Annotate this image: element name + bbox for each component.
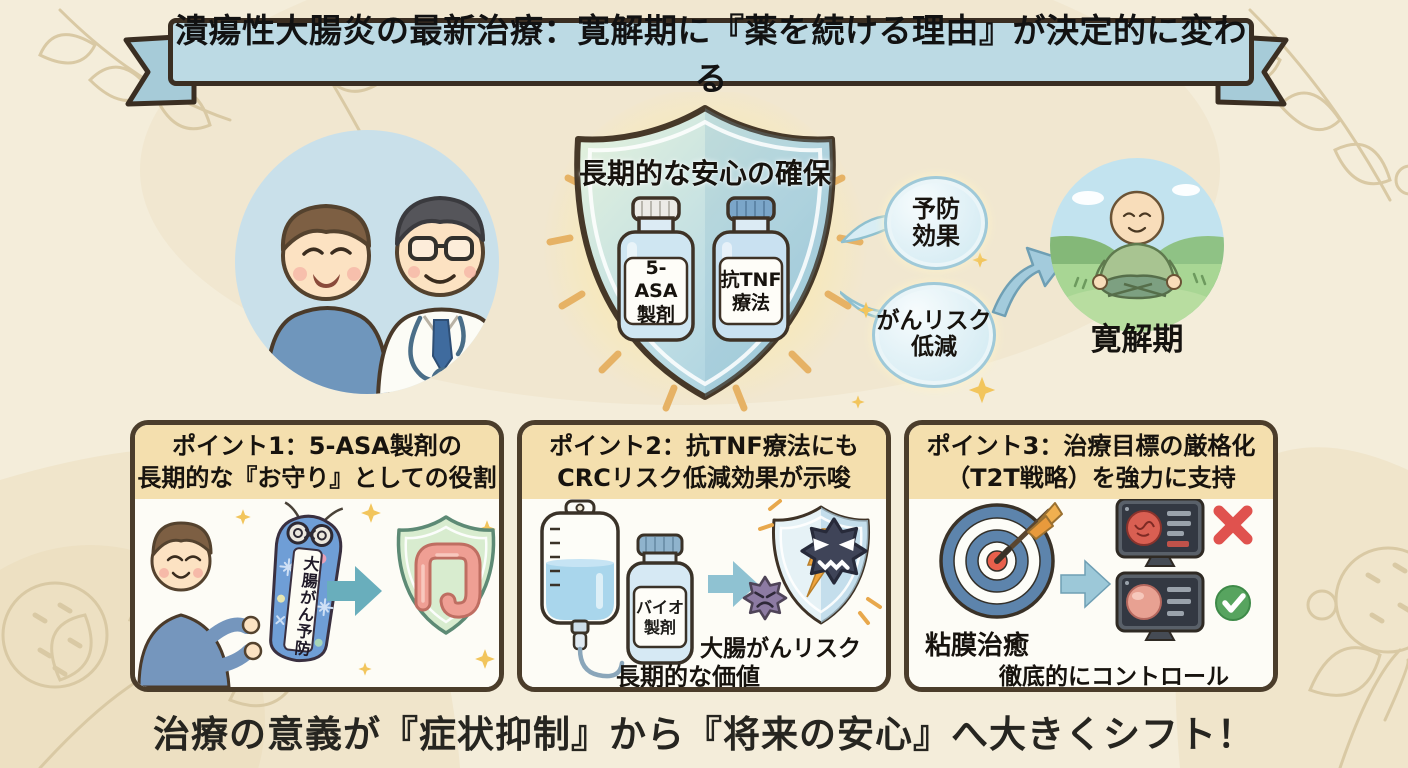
- point3-heading-line1: ポイント3：治療目標の厳格化: [926, 431, 1256, 460]
- right-arrow-icon: [1060, 559, 1112, 609]
- meditating-person-icon: [1050, 158, 1224, 332]
- page-title: 潰瘍性大腸炎の最新治療：寛解期に『薬を続ける理由』が決定的に変わる: [175, 11, 1247, 98]
- cross-icon: [1213, 505, 1253, 545]
- right-arrow-icon: [708, 561, 758, 607]
- point-card-2: ポイント2：抗TNF療法にも CRCリスク低減効果が示唆: [517, 420, 891, 692]
- shield-icon: [542, 92, 868, 415]
- point2-body: バイオ 製剤 大腸がんリスク 長期的な価値: [522, 499, 886, 687]
- point2-header: ポイント2：抗TNF療法にも CRCリスク低減効果が示唆: [522, 425, 886, 499]
- dartboard-icon: [939, 502, 1063, 619]
- point2-heading-line2: CRCリスク低減効果が示唆: [557, 464, 851, 492]
- point1-heading-line1: ポイント1：5-ASA製剤の: [172, 431, 462, 460]
- cancer-risk-bubble-label: がんリスク 低減: [876, 308, 992, 360]
- dark-germ-icon: [800, 517, 868, 585]
- monitor-good-icon: [1115, 571, 1205, 641]
- iv-bag-icon: [540, 499, 625, 679]
- check-icon: [1215, 585, 1251, 621]
- point-card-1: ポイント1：5-ASA製剤の 長期的な『お守り』としての役割: [130, 420, 504, 692]
- bottle-5asa-label: 5-ASA 製剤: [634, 257, 678, 326]
- biologic-bottle-label: バイオ 製剤: [635, 598, 684, 637]
- patient-doctor-icon: [235, 130, 499, 394]
- prevention-bubble-label: 予防 効果: [912, 195, 960, 250]
- title-banner: 潰瘍性大腸炎の最新治療：寛解期に『薬を続ける理由』が決定的に変わる: [168, 11, 1254, 98]
- medicine-bottle-5asa-icon: [617, 196, 695, 342]
- point3-body: 粘膜治癒 徹底的にコントロール: [909, 499, 1273, 687]
- shield-heading: 長期的な安心の確保: [578, 157, 831, 190]
- point2-heading-line1: ポイント2：抗TNF療法にも: [549, 431, 859, 460]
- point-card-3: ポイント3：治療目標の厳格化 （T2T戦略）を強力に支持: [904, 420, 1278, 692]
- monitor-bad-icon: [1115, 499, 1205, 567]
- bottle-tnf-label: 抗TNF 療法: [720, 268, 782, 314]
- right-arrow-icon: [327, 566, 382, 616]
- boy-icon: [137, 521, 263, 687]
- biologic-bottle-icon: [626, 533, 694, 665]
- omamori-charm-icon: [269, 501, 344, 663]
- mucosal-healing-caption: 粘膜治癒: [925, 631, 1030, 661]
- point1-heading-line2: 長期的な『お守り』としての役割: [137, 464, 497, 492]
- point3-heading-line2: （T2T戦略）を強力に支持: [946, 464, 1236, 492]
- point3-header: ポイント3：治療目標の厳格化 （T2T戦略）を強力に支持: [909, 425, 1273, 499]
- medicine-bottle-tnf-icon: [712, 196, 790, 342]
- cancer-risk-caption: 大腸がんリスク: [700, 636, 861, 662]
- cancer-risk-bubble: がんリスク 低減: [872, 282, 996, 388]
- point1-body: 大腸がん予防: [135, 499, 499, 687]
- footer-message: 治療の意義が『症状抑制』から『将来の安心』へ大きくシフト！: [153, 713, 1255, 756]
- omamori-charm-scene-icon: [137, 501, 496, 687]
- main-shield-group: 長期的な安心の確保 5-ASA 製剤 抗TNF 療法: [540, 92, 870, 422]
- control-caption: 徹底的にコントロール: [999, 664, 1229, 690]
- purple-germ-icon: [742, 575, 788, 621]
- long-term-value-caption: 長期的な価値: [616, 663, 760, 691]
- remission-label: 寛解期: [1090, 322, 1184, 358]
- prevention-bubble: 予防 効果: [884, 176, 988, 270]
- treat-to-target-scene-icon: [939, 499, 1253, 641]
- point1-header: ポイント1：5-ASA製剤の 長期的な『お守り』としての役割: [135, 425, 499, 499]
- biologic-therapy-scene-icon: [540, 499, 882, 679]
- colon-shield-icon: [396, 515, 496, 635]
